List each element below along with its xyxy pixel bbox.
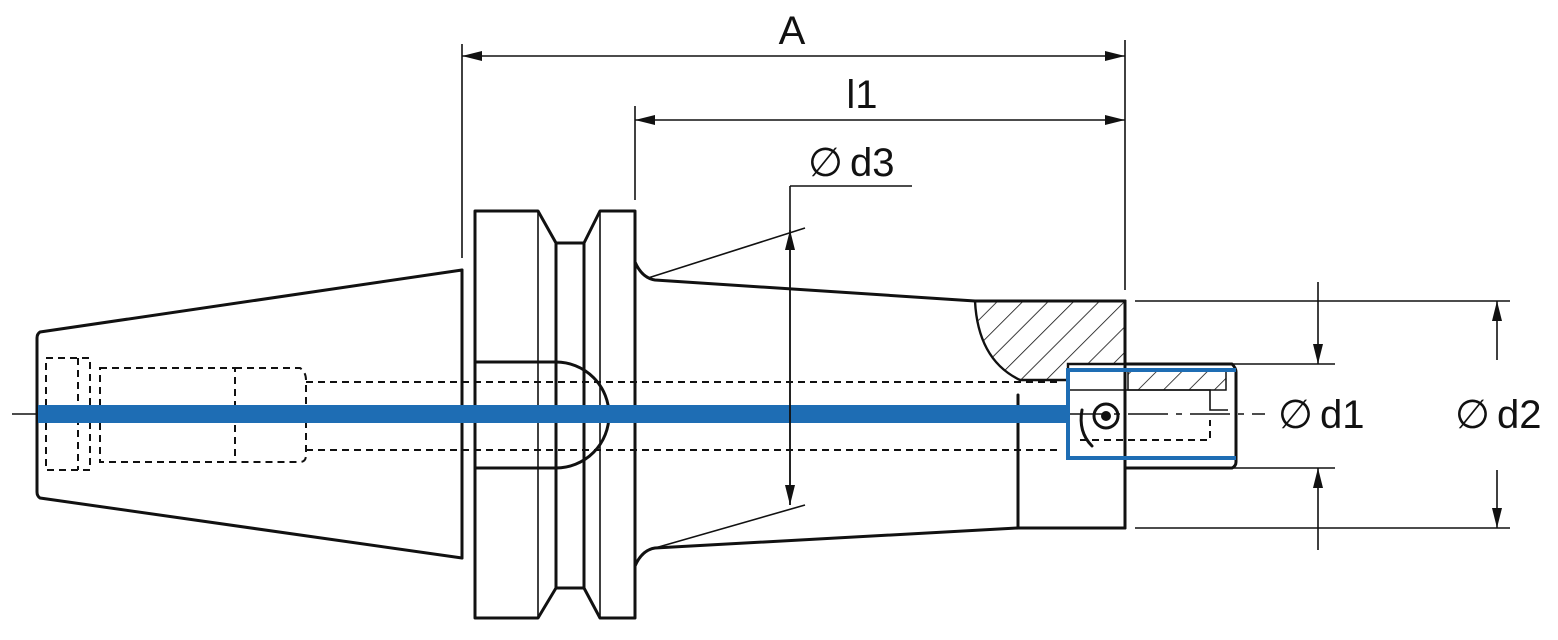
dimension-a: A xyxy=(461,9,1126,290)
diameter-symbol-d2: ∅ xyxy=(1455,393,1490,437)
dimension-d3: ∅ d3 xyxy=(647,141,912,551)
dimension-l1-label: l1 xyxy=(846,73,877,117)
diameter-symbol-d1: ∅ xyxy=(1278,393,1313,437)
dimension-d2-label: d2 xyxy=(1497,393,1542,437)
dimension-d1: ∅ d1 xyxy=(1232,282,1365,550)
nose-insert xyxy=(1068,362,1238,470)
dimension-d3-label: d3 xyxy=(850,141,895,185)
dimension-l1: l1 xyxy=(634,73,1125,200)
dimension-d2: ∅ d2 xyxy=(1135,300,1542,529)
coolant-channel xyxy=(38,368,1236,460)
diameter-symbol-d3: ∅ xyxy=(808,141,843,185)
tapered-body xyxy=(633,260,1127,568)
section-hatch xyxy=(973,299,1127,382)
dimension-d1-label: d1 xyxy=(1320,393,1365,437)
dimension-a-label: A xyxy=(779,9,806,53)
